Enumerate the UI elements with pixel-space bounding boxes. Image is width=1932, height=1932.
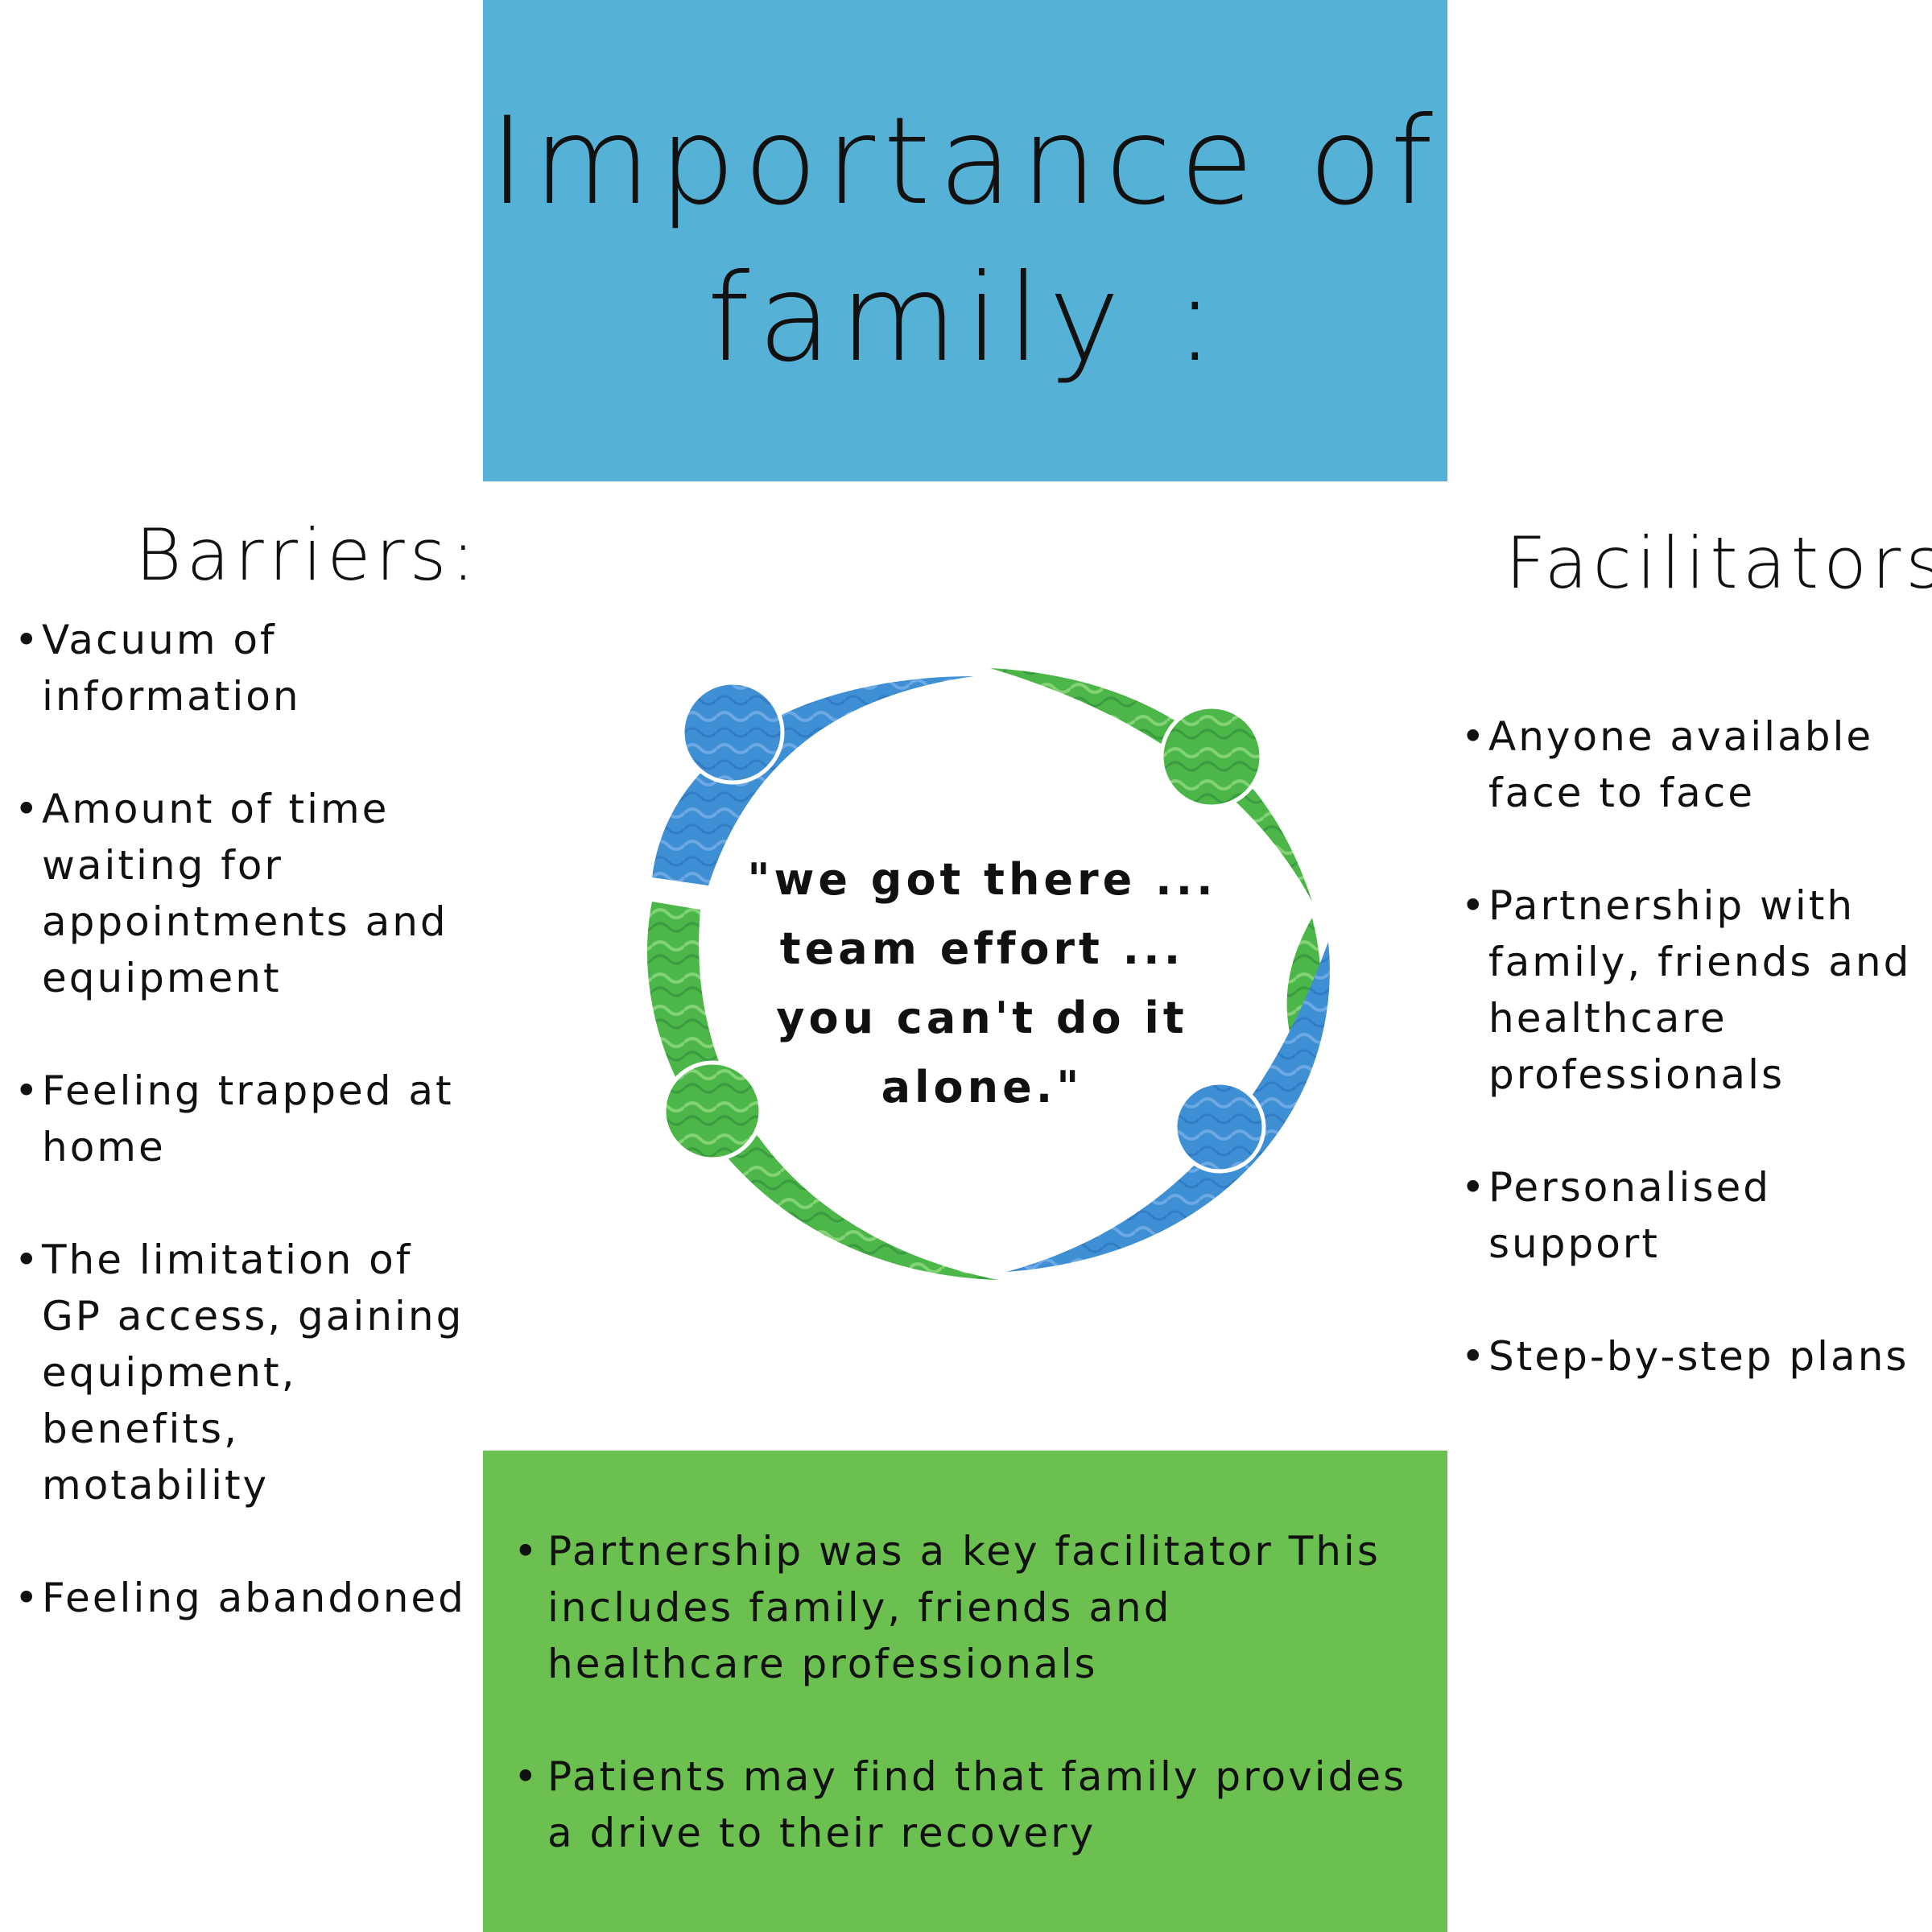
blue-figure-right-arm xyxy=(1006,942,1330,1272)
facilitator-item: Anyone available face to face xyxy=(1461,708,1920,821)
facilitators-heading: Facilitators: xyxy=(1505,522,1932,605)
blue-figure-head-bottom-right xyxy=(1173,1080,1266,1174)
blue-figure-head-top-left xyxy=(680,680,785,785)
summary-item: Partnership was a key facilitator This i… xyxy=(514,1523,1423,1692)
barrier-item: Feeling trapped at home xyxy=(14,1063,477,1175)
barrier-item: Vacuum of information xyxy=(14,612,477,724)
quote-line-3: you can't do it alone." xyxy=(776,993,1188,1113)
barrier-item: The limitation of GP access, gaining equ… xyxy=(14,1232,477,1513)
barriers-list: Vacuum of information Amount of time wai… xyxy=(14,612,477,1682)
facilitator-item: Step-by-step plans xyxy=(1461,1328,1920,1385)
quote-line-2: team effort ... xyxy=(779,923,1185,974)
circle-illustration-svg xyxy=(646,668,1330,1280)
facilitator-item: Personalised support xyxy=(1461,1159,1920,1272)
people-holding-hands-circle-icon xyxy=(620,644,1344,1304)
title-banner: Importance of family : xyxy=(483,0,1447,481)
team-effort-quote: "we got there ... team effort ... you ca… xyxy=(708,845,1256,1122)
quote-line-1: "we got there ... xyxy=(747,854,1217,905)
barrier-item: Feeling abandoned xyxy=(14,1570,477,1626)
barriers-heading: Barriers: xyxy=(135,514,481,597)
summary-item: Patients may find that family provides a… xyxy=(514,1748,1423,1861)
facilitator-item: Partnership with family, friends and hea… xyxy=(1461,877,1920,1103)
page-title-line-2: family : xyxy=(707,249,1224,389)
facilitators-list: Anyone available face to face Partnershi… xyxy=(1461,708,1920,1441)
summary-list: Partnership was a key facilitator This i… xyxy=(514,1523,1423,1918)
summary-box: Partnership was a key facilitator This i… xyxy=(483,1451,1447,1932)
barrier-item: Amount of time waiting for appointments … xyxy=(14,781,477,1006)
green-figure-head-bottom-left xyxy=(662,1060,763,1162)
page-title-line-1: Importance of xyxy=(489,92,1441,232)
green-figure-head-top-right xyxy=(1159,704,1264,809)
